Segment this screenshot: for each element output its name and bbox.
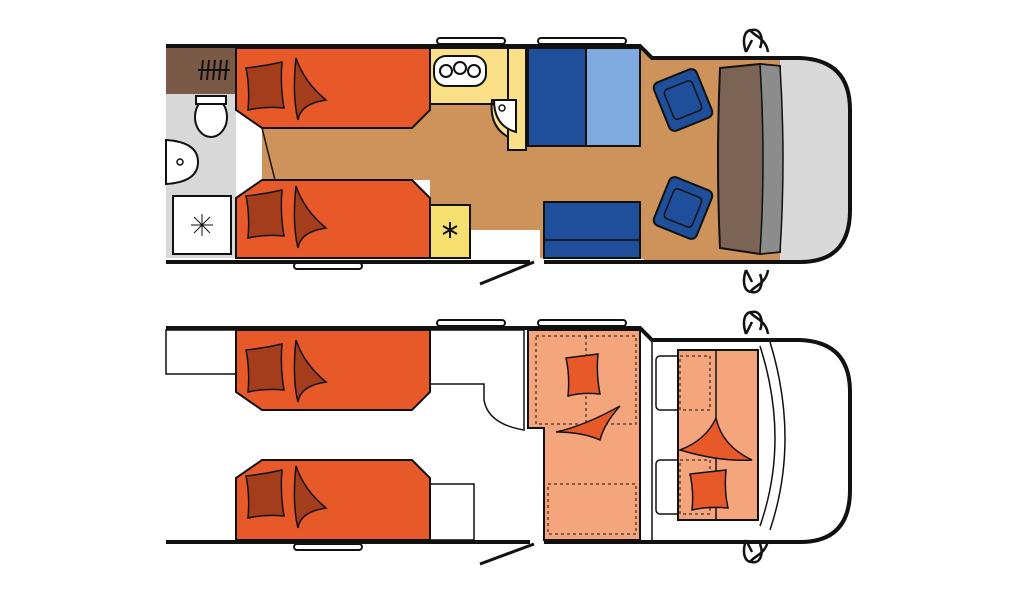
wardrobe-hangers xyxy=(198,59,230,81)
window-kitchen xyxy=(436,319,506,327)
blanket-icon xyxy=(293,465,328,529)
floor-area xyxy=(262,48,780,262)
right-mirror-arm xyxy=(748,269,770,293)
kitchen-tap xyxy=(498,104,506,112)
outer-wall xyxy=(166,44,852,264)
cab-seat-left xyxy=(652,68,714,132)
windscreen-outline xyxy=(759,345,776,527)
dinette-table xyxy=(585,47,641,147)
dinette-bed-cushion-outline xyxy=(547,483,637,535)
side-sofa xyxy=(543,201,641,259)
windscreen-outline xyxy=(769,341,786,531)
dinette-bench-dark xyxy=(527,47,587,147)
pillow-icon xyxy=(245,189,285,239)
pillow-icon xyxy=(565,353,601,398)
wardrobe xyxy=(166,48,188,94)
left-mirror-arm xyxy=(748,29,770,53)
window-dinette xyxy=(537,319,627,327)
window-kitchen xyxy=(436,37,506,45)
entry-door xyxy=(479,542,535,566)
hob-burner xyxy=(439,64,453,78)
dashboard-grey xyxy=(759,63,784,255)
shower-drain-icon xyxy=(191,214,213,236)
cab-bed-cushion-outline xyxy=(679,355,711,411)
rear-bed-right xyxy=(235,179,431,259)
blanket-icon xyxy=(293,185,328,249)
window-dinette xyxy=(537,37,627,45)
blanket-icon xyxy=(293,339,328,403)
pillow-icon xyxy=(245,61,285,111)
snowflake-icon xyxy=(442,222,458,238)
left-mirror-arm xyxy=(748,311,770,335)
blanket-icon xyxy=(555,405,621,442)
wall-separator xyxy=(261,127,276,181)
cab-windscreen xyxy=(780,58,850,262)
pillow-icon xyxy=(689,469,729,511)
blanket-icon xyxy=(293,57,328,121)
toilet-cistern xyxy=(195,95,227,105)
pillow-icon xyxy=(245,469,285,519)
kitchen-outline xyxy=(429,329,525,431)
hob-burner xyxy=(467,64,481,78)
blanket-icon xyxy=(677,415,753,462)
hob-burner xyxy=(453,61,467,75)
cab-seat-right xyxy=(652,176,714,240)
wardrobe-outline xyxy=(165,329,237,375)
washbasin-drain xyxy=(176,158,184,166)
day-layout-view xyxy=(165,28,852,294)
entry-door xyxy=(479,260,535,286)
night-layout-view xyxy=(165,310,852,566)
fridge-outline xyxy=(429,483,475,541)
pillow-icon xyxy=(245,343,285,393)
outer-wall xyxy=(166,326,852,544)
window-rear-left xyxy=(293,543,363,551)
